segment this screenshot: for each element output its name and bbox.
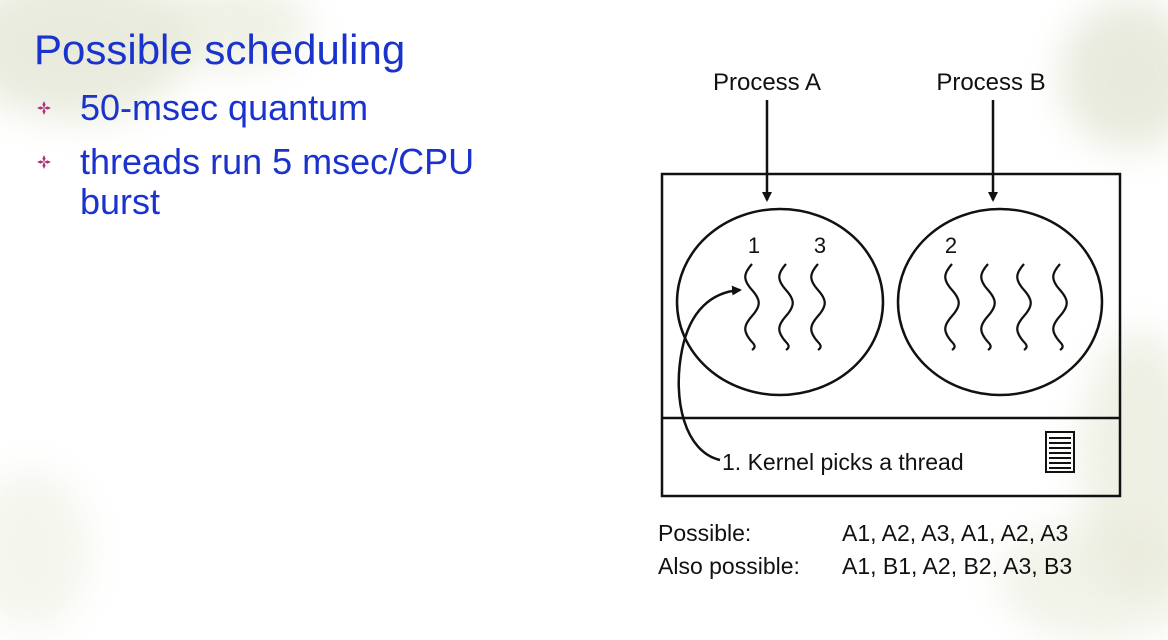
thread-squiggle	[1016, 263, 1032, 351]
thread-label-a3: 3	[814, 233, 826, 258]
process-a-label: Process A	[713, 69, 821, 96]
process-a-circle	[675, 207, 885, 397]
kernel-pick-arrow	[677, 285, 742, 462]
sequence-label-possible: Possible:	[658, 520, 751, 546]
sequence-value-possible: A1, A2, A3, A1, A2, A3	[842, 520, 1068, 546]
thread-squiggle	[980, 263, 996, 351]
thread-label-a1: 1	[748, 233, 760, 258]
thread-squiggle	[810, 263, 826, 351]
thread-label-b2: 2	[945, 233, 957, 258]
bullet-list: 50-msec quantum threads run 5 msec/CPU b…	[36, 88, 550, 236]
process-b-label: Process B	[936, 69, 1045, 96]
run-queue-icon	[1045, 431, 1075, 473]
system-box	[660, 172, 1122, 498]
diamond-bullet-icon	[37, 101, 51, 115]
process-b-circle	[896, 207, 1104, 397]
bullet-item: 50-msec quantum	[36, 88, 550, 128]
bullet-item: threads run 5 msec/CPU burst	[36, 142, 550, 222]
kernel-label: 1. Kernel picks a thread	[722, 449, 964, 475]
bullet-text: 50-msec quantum	[80, 87, 369, 128]
background-flower-decoration	[150, 0, 310, 70]
bullet-text: threads run 5 msec/CPU burst	[80, 141, 475, 222]
thread-scheduling-diagram: Process A Process B 1 3 2 1. Kernel pick…	[658, 69, 1122, 579]
thread-squiggle	[1052, 263, 1068, 351]
sequence-label-also-possible: Also possible:	[658, 553, 800, 579]
thread-squiggle	[944, 263, 960, 351]
slide-title: Possible scheduling	[34, 26, 406, 73]
thread-squiggle	[744, 263, 760, 351]
diamond-bullet-icon	[37, 155, 51, 169]
thread-squiggle	[778, 263, 794, 351]
sequence-value-also-possible: A1, B1, A2, B2, A3, B3	[842, 553, 1072, 579]
background-flower-decoration	[1060, 0, 1168, 150]
